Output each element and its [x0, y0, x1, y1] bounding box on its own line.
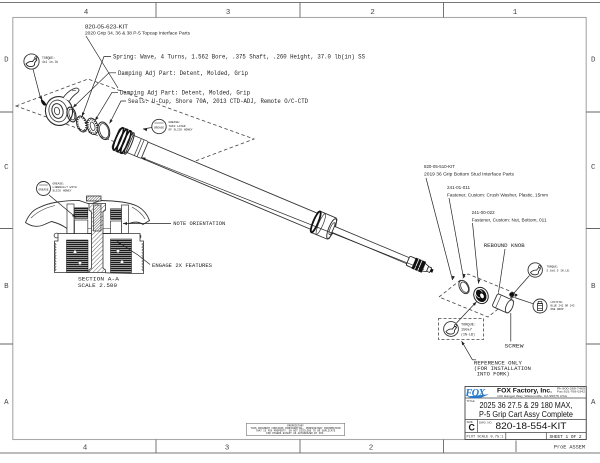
- svg-text:A: A: [4, 399, 9, 407]
- svg-text:2: 2: [370, 9, 375, 17]
- svg-text:TITLE: TITLE: [467, 399, 475, 403]
- svg-text:SCALE 2.500: SCALE 2.500: [78, 282, 118, 289]
- svg-text:OF SLICK HONEY: OF SLICK HONEY: [169, 127, 193, 131]
- svg-text:PLOT SCALE 0.75:1: PLOT SCALE 0.75:1: [467, 436, 504, 440]
- svg-text:Seals: U-Cup, Shore 70A, 2013: Seals: U-Cup, Shore 70A, 2013 CTD-ADJ, R…: [128, 98, 308, 105]
- svg-text:GREASE:: GREASE:: [169, 120, 181, 124]
- svg-text:NOTE ORIENTATION: NOTE ORIENTATION: [173, 220, 225, 227]
- svg-text:820-05-510-KIT: 820-05-510-KIT: [424, 164, 455, 170]
- svg-text:SCREW: SCREW: [505, 343, 525, 350]
- svg-text:C: C: [469, 423, 476, 433]
- svg-text:2020 Grip 34, 36 & 38 P-5 Top: 2020 Grip 34, 36 & 38 P-5 Topcap Interfa…: [85, 31, 191, 36]
- svg-text:2025 36 27.5 & 29 180 MAX,: 2025 36 27.5 & 29 180 MAX,: [480, 400, 573, 410]
- svg-text:Fastener, Custom: Crush Washer: Fastener, Custom: Crush Washer, Plastic,…: [447, 192, 548, 197]
- svg-text:FOR OTHERS EXCEPT AS AUTHORIZE: FOR OTHERS EXCEPT AS AUTHORIZED BY FOX.: [266, 432, 325, 435]
- svg-text:5.0±0.5 IN.LB.: 5.0±0.5 IN.LB.: [547, 269, 571, 272]
- svg-text:Damping Adj Part: Detent, Mold: Damping Adj Part: Detent, Molded, Grip: [118, 70, 248, 77]
- svg-text:241-00-022: 241-00-022: [472, 210, 495, 216]
- svg-text:GREASE: GREASE: [39, 188, 49, 191]
- svg-text:Spring: Wave, 4 Turns, 1.562 B: Spring: Wave, 4 Turns, 1.562 Bore, .375 …: [113, 53, 365, 60]
- svg-text:Damping Adj Part: Detent, Mold: Damping Adj Part: Detent, Molded, Grip: [120, 89, 250, 96]
- svg-text:820-18-554-KIT: 820-18-554-KIT: [496, 420, 567, 431]
- svg-text:BLUE 242 OR 243: BLUE 242 OR 243: [551, 305, 575, 308]
- svg-text:2019 36 Grip Bottom Stud Inter: 2019 36 Grip Bottom Stud Interface Parts: [424, 172, 515, 177]
- svg-text:820-05-623-KIT: 820-05-623-KIT: [85, 25, 128, 31]
- svg-text:(IN-LB): (IN-LB): [461, 332, 475, 337]
- svg-text:2: 2: [369, 445, 374, 453]
- svg-text:Fastener, Custom: Nut, Bottom,: Fastener, Custom: Nut, Bottom, 011: [472, 217, 547, 222]
- svg-text:LOCTITE:: LOCTITE:: [551, 301, 564, 304]
- svg-text:D: D: [4, 57, 9, 65]
- svg-text:THIN LAYER: THIN LAYER: [169, 124, 186, 128]
- svg-text:A: A: [591, 399, 596, 407]
- svg-text:TORQUE:: TORQUE:: [42, 56, 55, 60]
- svg-text:SECTION A-A: SECTION A-A: [78, 276, 120, 283]
- svg-text:SIZE: SIZE: [467, 420, 473, 424]
- svg-text:THAT IS FOX PROPERTY. DO NOT: THAT IS FOX PROPERTY. DO NOT DISCLOSE TO…: [256, 430, 336, 433]
- svg-text:INTO FORK): INTO FORK): [477, 371, 510, 378]
- svg-text:4: 4: [84, 9, 89, 17]
- svg-text:GREASE: GREASE: [154, 126, 164, 129]
- svg-text:150±7: 150±7: [461, 328, 472, 332]
- svg-text:REBOUND KNOB: REBOUND KNOB: [484, 242, 526, 249]
- svg-text:PROPRIETARY: PROPRIETARY: [287, 424, 304, 427]
- svg-text:P-5 Grip Cart Assy Complete: P-5 Grip Cart Assy Complete: [479, 409, 573, 419]
- svg-text:DWG. NO.: DWG. NO.: [479, 421, 493, 425]
- svg-text:1: 1: [513, 9, 518, 17]
- svg-text:FOX Factory, Inc.: FOX Factory, Inc.: [497, 388, 552, 395]
- svg-text:(FOR INSTALLATION: (FOR INSTALLATION: [474, 365, 531, 372]
- svg-text:REFERENCE ONLY: REFERENCE ONLY: [474, 359, 523, 366]
- svg-text:ONE DROP: ONE DROP: [551, 308, 564, 311]
- svg-text:LIBERALLY WITH: LIBERALLY WITH: [53, 185, 77, 189]
- svg-text:SLICK HONEY: SLICK HONEY: [53, 189, 72, 193]
- svg-text:3: 3: [226, 9, 231, 17]
- svg-text:4±1 in-lb: 4±1 in-lb: [42, 60, 58, 64]
- svg-text:THIS DOCUMENT CONTAINS CONFIDE: THIS DOCUMENT CONTAINS CONFIDENTIAL, PRO…: [250, 427, 341, 430]
- svg-text:C: C: [4, 164, 9, 172]
- svg-text:FOX: FOX: [465, 388, 486, 399]
- svg-text:Fax 831-768-0342: Fax 831-768-0342: [557, 391, 586, 394]
- svg-text:241-01-011: 241-01-011: [447, 185, 470, 191]
- svg-text:C: C: [591, 164, 596, 172]
- svg-text:ENGAGE 2X FEATURES: ENGAGE 2X FEATURES: [152, 262, 212, 269]
- svg-text:SHEET 1 OF 2: SHEET 1 OF 2: [550, 435, 582, 440]
- svg-text:TORQUE:: TORQUE:: [461, 323, 476, 327]
- svg-text:B: B: [591, 283, 596, 291]
- svg-text:TORQUE:: TORQUE:: [547, 266, 559, 269]
- svg-text:3: 3: [225, 445, 230, 453]
- svg-text:130 Hangar Way, Watsonville, C: 130 Hangar Way, Watsonville, CA 95076 US…: [497, 394, 567, 398]
- svg-text:B: B: [4, 283, 9, 291]
- svg-text:GREASE:: GREASE:: [53, 181, 65, 185]
- svg-text:4: 4: [83, 445, 88, 453]
- svg-text:ProE ASSEM: ProE ASSEM: [554, 444, 585, 450]
- svg-text:D: D: [591, 57, 596, 65]
- svg-text:Ph 800-369-7469: Ph 800-369-7469: [557, 388, 586, 391]
